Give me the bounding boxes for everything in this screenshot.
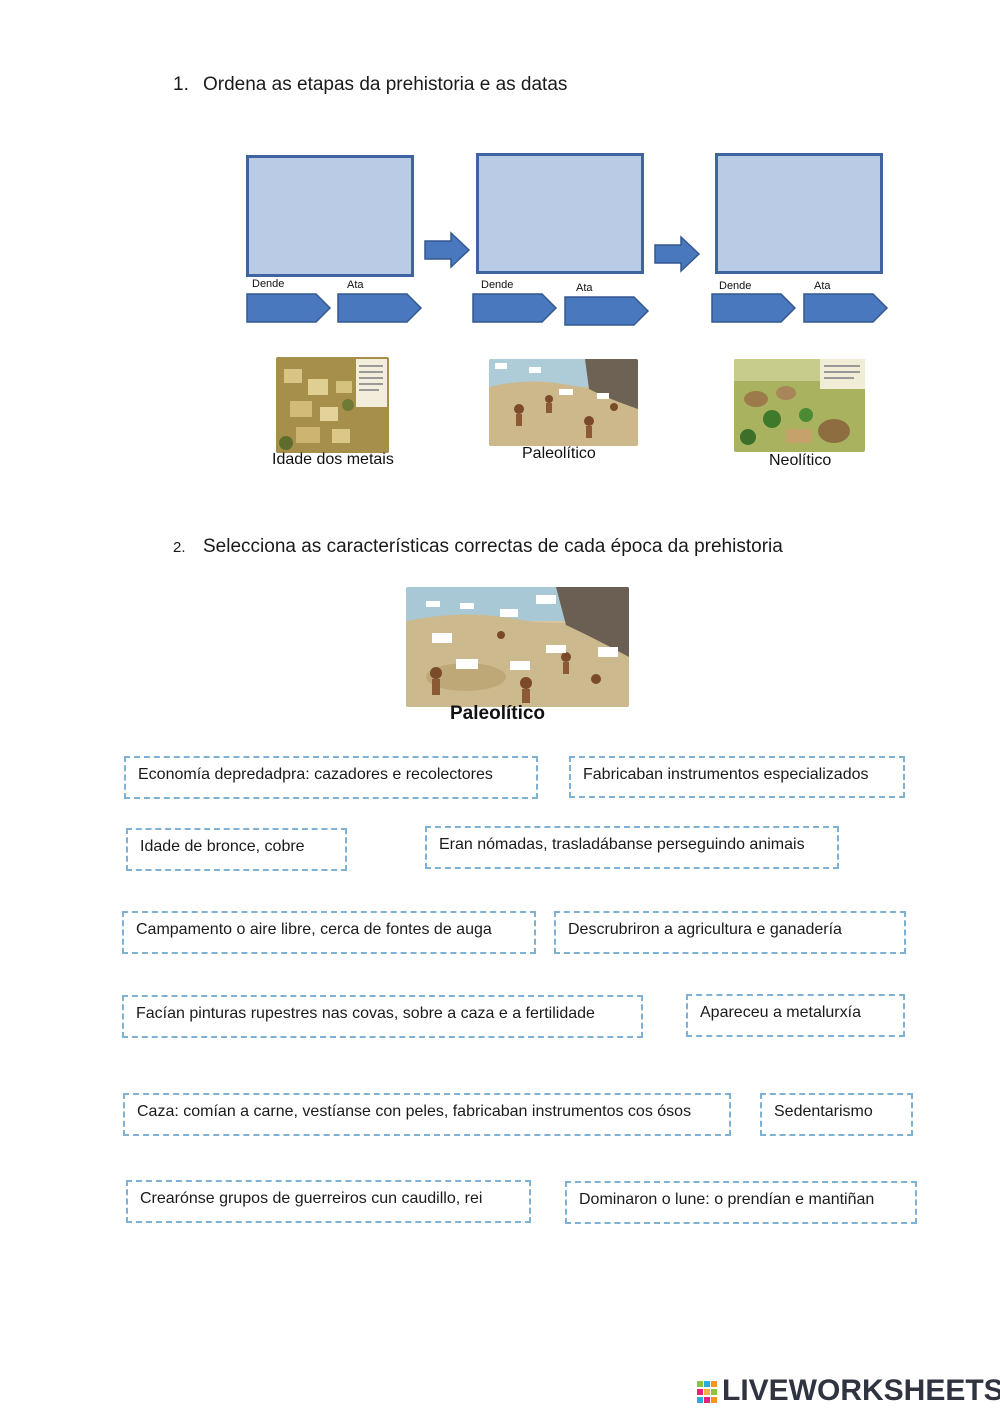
main-image-caption: Paleolítico xyxy=(450,703,546,724)
stage-2-from-label: Dende xyxy=(481,279,514,291)
characteristic-card[interactable]: Campamento o aire libre, cerca de fontes… xyxy=(122,911,536,954)
characteristic-card[interactable]: Sedentarismo xyxy=(760,1093,913,1136)
question-1: 1. Ordena as etapas da prehistoria e as d… xyxy=(173,74,567,96)
stage-drop-box-1[interactable] xyxy=(246,155,414,277)
metal-age-village-illustration[interactable] xyxy=(276,357,389,453)
stage-2-to-label: Ata xyxy=(576,282,593,294)
stage-2-from-slot[interactable] xyxy=(472,292,558,324)
paleolithic-scene-illustration xyxy=(406,587,629,707)
stage-3-from-slot[interactable] xyxy=(711,292,797,324)
paleolithic-camp-illustration[interactable] xyxy=(489,359,638,446)
characteristic-card[interactable]: Apareceu a metalurxía xyxy=(686,994,905,1037)
question-2: 2. Selecciona as características correcta… xyxy=(173,536,783,558)
characteristic-card[interactable]: Idade de bronce, cobre xyxy=(126,828,347,871)
neolithic-village-illustration[interactable] xyxy=(734,359,865,452)
stage-3-from-label: Dende xyxy=(719,280,752,292)
stage-drop-box-2[interactable] xyxy=(476,153,644,274)
right-arrow-icon xyxy=(654,235,701,273)
stage-2-to-slot[interactable] xyxy=(564,295,650,327)
liveworksheets-brand: LIVEWORKSHEETS xyxy=(722,1374,1000,1407)
characteristic-card[interactable]: Descrubriron a agricultura e ganadería xyxy=(554,911,906,954)
right-arrow-icon xyxy=(424,231,471,269)
characteristic-card[interactable]: Economía depredadpra: cazadores e recole… xyxy=(124,756,538,799)
characteristic-card[interactable]: Crearónse grupos de guerreiros cun caudi… xyxy=(126,1180,531,1223)
characteristic-card[interactable]: Dominaron o lune: o prendían e mantiñan xyxy=(565,1181,917,1224)
question-2-text: Selecciona as características correctas … xyxy=(203,536,783,557)
stage-1-from-label: Dende xyxy=(252,278,285,290)
stage-drop-box-3[interactable] xyxy=(715,153,883,274)
stage-1-to-slot[interactable] xyxy=(337,292,423,324)
stage-3-to-slot[interactable] xyxy=(803,292,889,324)
neolithic-caption: Neolítico xyxy=(769,452,832,469)
characteristic-card[interactable]: Caza: comían a carne, vestíanse con pele… xyxy=(123,1093,731,1136)
paleolithic-caption: Paleolítico xyxy=(522,445,596,462)
metal-age-caption: Idade dos metais xyxy=(272,451,394,468)
characteristic-card[interactable]: Fabricaban instrumentos especializados xyxy=(569,756,905,798)
characteristic-card[interactable]: Eran nómadas, trasladábanse perseguindo … xyxy=(425,826,839,869)
liveworksheets-logo-icon xyxy=(697,1381,719,1405)
stage-1-to-label: Ata xyxy=(347,279,364,291)
stage-3-to-label: Ata xyxy=(814,280,831,292)
question-1-number: 1. xyxy=(173,74,189,95)
characteristic-card[interactable]: Facían pinturas rupestres nas covas, sob… xyxy=(122,995,643,1038)
stage-1-from-slot[interactable] xyxy=(246,292,332,324)
question-1-text: Ordena as etapas da prehistoria e as dat… xyxy=(203,74,568,95)
question-2-number: 2. xyxy=(173,539,186,556)
